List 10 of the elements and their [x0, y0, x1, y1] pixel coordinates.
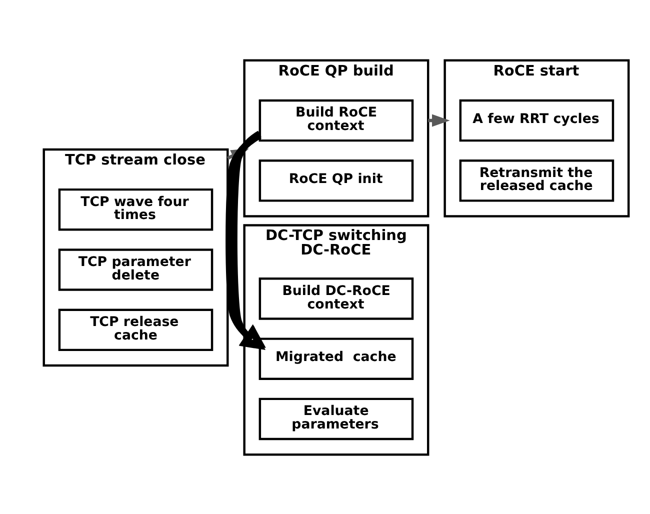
node-box: TCP wave four times	[58, 188, 214, 230]
node-box: Migrated cache	[258, 337, 414, 380]
node-box: Build RoCE context	[258, 98, 414, 142]
node-box: Evaluate parameters	[258, 397, 414, 440]
node-box: A few RRT cycles	[459, 98, 614, 142]
node-box: TCP release cache	[58, 308, 214, 351]
node-box: RoCE QP init	[258, 158, 414, 202]
node-box: Retransmit the released cache	[459, 158, 614, 202]
node-box: TCP parameter delete	[58, 248, 214, 290]
node-box: Build DC-RoCE context	[258, 277, 414, 320]
